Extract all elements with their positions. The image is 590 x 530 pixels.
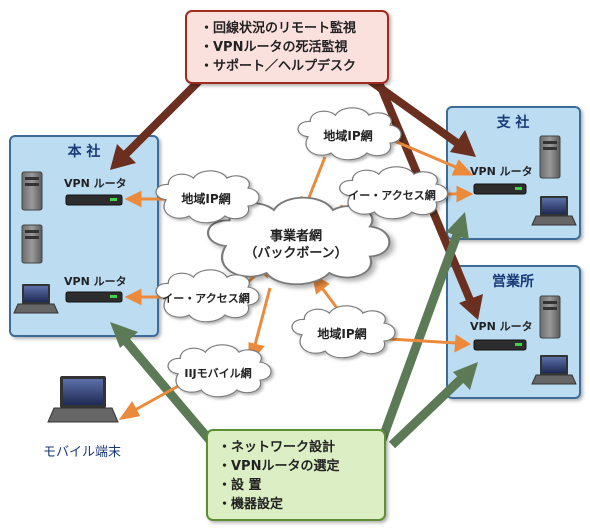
support-item-3: ・設 置 — [218, 477, 262, 493]
support-box: ・ネットワーク設計 ・VPNルータの選定 ・設 置 ・機器設定 — [206, 429, 386, 521]
monitoring-item-1: ・回線状況のリモート監視 — [200, 20, 356, 36]
laptop-icon — [13, 284, 59, 314]
mobile-laptop-icon — [47, 376, 119, 423]
support-item-1: ・ネットワーク設計 — [218, 439, 335, 455]
site-honsha-title: 本 社 — [68, 143, 101, 160]
shisha-router-label: VPN ルータ — [470, 165, 533, 178]
vpn-router-icon — [65, 194, 123, 206]
access-right-label: イー・アクセス網 — [348, 188, 435, 202]
access-left-label: イー・アクセス網 — [162, 291, 249, 305]
backbone-label-line1: 事業者網 — [270, 228, 322, 244]
server-tower-icon — [539, 295, 561, 339]
regional-top-label: 地域IP網 — [323, 128, 372, 143]
mobile-terminal-label: モバイル端末 — [43, 445, 121, 460]
server-tower-icon — [21, 171, 43, 211]
vpn-router-icon — [65, 291, 123, 303]
monitoring-box: ・回線状況のリモート監視 ・VPNルータの死活監視 ・サポート／ヘルプデスク — [185, 10, 389, 84]
support-item-2: ・VPNルータの選定 — [218, 458, 339, 474]
regional-left-label: 地域IP網 — [181, 191, 230, 206]
server-tower-icon — [21, 224, 43, 264]
cloud-backbone: 事業者網 （バックボーン） — [206, 196, 391, 286]
laptop-icon — [531, 355, 577, 385]
cloud-mobile: IIJモバイル網 — [167, 344, 272, 398]
honsha-router1-label: VPN ルータ — [64, 177, 127, 190]
monitoring-item-3: ・サポート／ヘルプデスク — [200, 58, 356, 74]
laptop-icon — [531, 196, 577, 226]
cloud-regional-left: 地域IP網 — [155, 170, 260, 224]
support-arrows — [110, 212, 478, 453]
vpn-router-icon — [473, 339, 527, 351]
cloud-regional-bottom: 地域IP網 — [291, 305, 396, 359]
cloud-access-right: イー・アクセス網 — [339, 166, 449, 220]
honsha-router2-label: VPN ルータ — [64, 275, 127, 288]
mobile-cloud-label: IIJモバイル網 — [184, 366, 251, 380]
site-shisha-title: 支 社 — [496, 114, 530, 131]
monitoring-item-2: ・VPNルータの死活監視 — [200, 39, 347, 55]
cloud-access-left: イー・アクセス網 — [155, 269, 260, 323]
vpn-router-icon — [473, 183, 527, 195]
backbone-label-line2: （バックボーン） — [244, 245, 347, 261]
support-item-4: ・機器設定 — [218, 496, 283, 512]
site-eigyosho-title: 営業所 — [492, 273, 534, 290]
server-tower-icon — [539, 135, 561, 179]
eigyosho-router-label: VPN ルータ — [470, 320, 533, 333]
regional-bottom-label: 地域IP網 — [317, 326, 366, 341]
cloud-regional-top: 地域IP網 — [297, 107, 402, 161]
